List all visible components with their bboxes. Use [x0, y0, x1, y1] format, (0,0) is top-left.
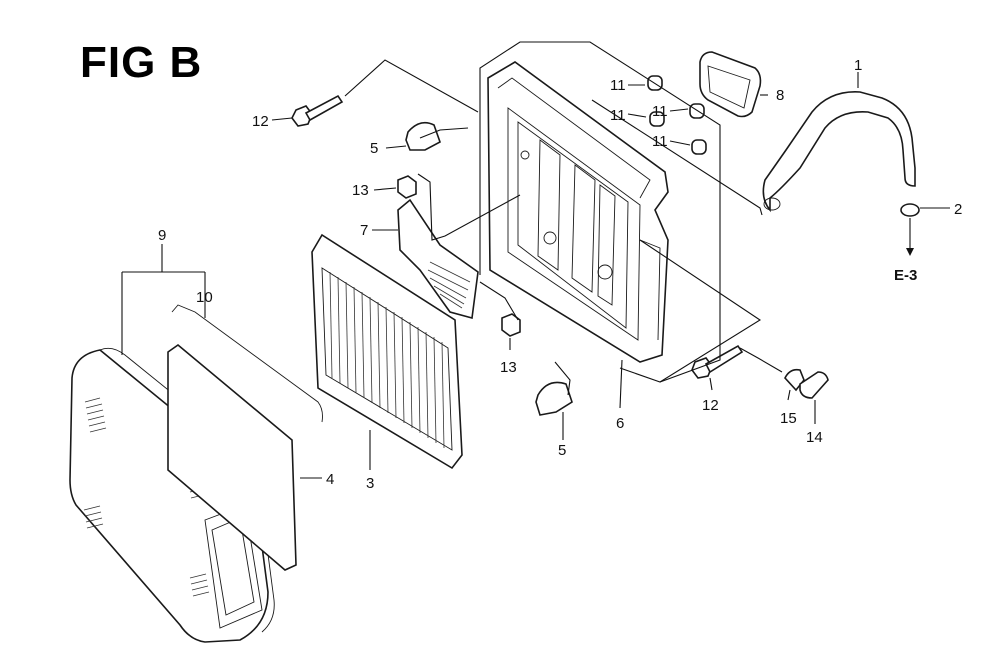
callout-9: 9 — [158, 227, 166, 244]
callout-13-lower: 13 — [500, 359, 517, 376]
callout-6: 6 — [616, 415, 624, 432]
callout-11-c: 11 — [652, 103, 668, 120]
callout-5-upper: 5 — [370, 140, 378, 157]
callout-4: 4 — [326, 471, 334, 488]
callout-11-d: 11 — [652, 133, 668, 150]
part-nuts — [397, 175, 521, 337]
callout-1: 1 — [854, 57, 862, 74]
callout-3: 3 — [366, 475, 374, 492]
part-2-washer — [900, 203, 920, 217]
callout-5-lower: 5 — [558, 442, 566, 459]
callout-10: 10 — [196, 289, 213, 306]
part-breather-plate — [397, 198, 479, 320]
callout-13-upper: 13 — [352, 182, 369, 199]
callout-labels: 1 2 3 4 5 5 6 7 8 9 10 11 11 11 11 12 12… — [158, 57, 962, 492]
callout-15: 15 — [780, 410, 797, 427]
callout-8: 8 — [776, 87, 784, 104]
callout-2: 2 — [954, 201, 962, 218]
part-seal-wire — [171, 304, 323, 423]
callout-11-b: 11 — [610, 107, 626, 124]
callout-11-a: 11 — [610, 77, 626, 94]
part-breather-tube — [762, 91, 916, 213]
part-grommets — [647, 75, 707, 155]
reference-e3: E-3 — [894, 267, 917, 284]
arrow-down-icon — [906, 248, 914, 256]
part-air-cleaner-case — [487, 61, 669, 363]
leader-lines — [121, 41, 950, 479]
part-14-cap — [799, 371, 829, 399]
part-filter-element — [311, 233, 463, 470]
part-pre-filter — [167, 343, 297, 571]
callout-12-lower: 12 — [702, 397, 719, 414]
figure-title: FIG B — [80, 38, 203, 87]
callout-14: 14 — [806, 429, 823, 446]
callout-12-upper: 12 — [252, 113, 269, 130]
callout-7: 7 — [360, 222, 368, 239]
tube-end — [763, 197, 781, 211]
